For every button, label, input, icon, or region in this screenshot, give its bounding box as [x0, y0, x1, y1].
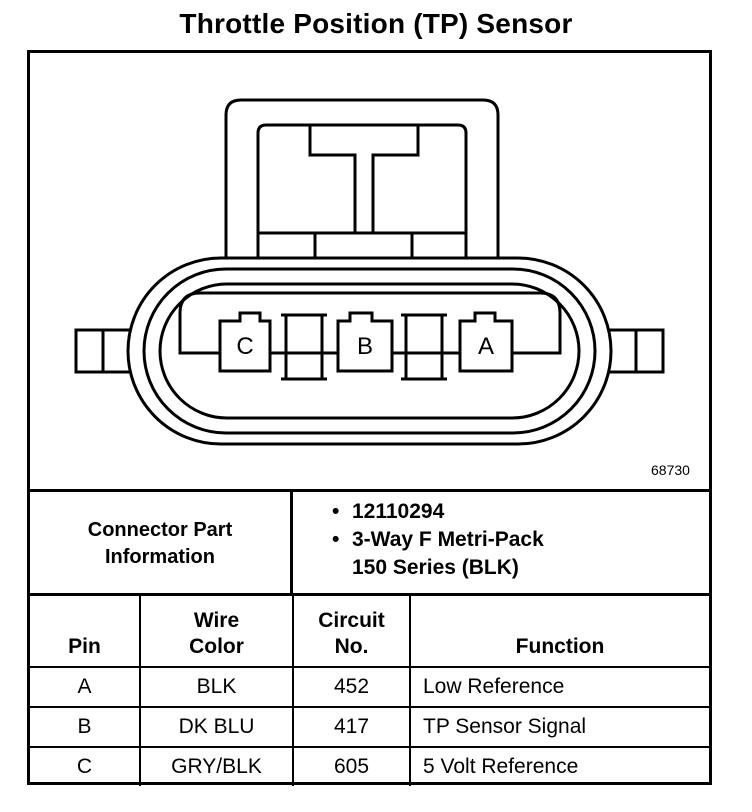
- connector-part-list: •12110294 •3-Way F Metri-Pack 150 Series…: [332, 498, 544, 582]
- cavity-c: [218, 311, 272, 373]
- connector-cavity-floor: [178, 291, 562, 355]
- header-pin: Pin: [30, 594, 141, 668]
- connector-part-info-section: Connector Part Information •12110294 •3-…: [30, 489, 709, 596]
- cell-pin: A: [30, 666, 141, 708]
- part-item: •3-Way F Metri-Pack: [332, 528, 544, 551]
- cavity-b: [336, 311, 394, 373]
- connector-frame: C B A 68730 Connector Part Information •…: [27, 50, 712, 786]
- part-item-continued: 150 Series (BLK): [352, 556, 519, 579]
- cell-circuit: 605: [292, 746, 411, 786]
- cell-circuit: 452: [292, 666, 411, 708]
- cell-function: TP Sensor Signal: [409, 706, 709, 748]
- cavity-label-a: A: [478, 333, 494, 360]
- lock-tab-t: [308, 125, 420, 235]
- right-ear: [603, 328, 665, 374]
- cavity-a: [458, 311, 514, 373]
- cell-function: Low Reference: [409, 666, 709, 708]
- cavity-label-b: B: [357, 333, 373, 360]
- left-ear: [74, 328, 136, 374]
- cpi-label-line1: Connector Part: [87, 519, 233, 541]
- cell-pin: C: [30, 746, 141, 786]
- cell-wire-color: DK BLU: [139, 706, 294, 748]
- lock-tab-inner: [256, 123, 468, 258]
- table-row: A BLK 452 Low Reference: [30, 666, 709, 708]
- cell-wire-color: GRY/BLK: [139, 746, 294, 786]
- connector-part-info-label: Connector Part Information: [30, 492, 293, 596]
- cell-function: 5 Volt Reference: [409, 746, 709, 786]
- page-title: Throttle Position (TP) Sensor: [179, 8, 573, 39]
- connector-diagram: C B A 68730: [30, 53, 709, 489]
- cavity-label-c: C: [236, 333, 253, 360]
- cpi-label-line2: Information: [105, 546, 215, 568]
- connector-drawing: C B A: [74, 98, 665, 446]
- connector-cavity-wall: [158, 282, 581, 420]
- cell-pin: B: [30, 706, 141, 748]
- table-row: B DK BLU 417 TP Sensor Signal: [30, 706, 709, 748]
- connector-body-inner: [142, 267, 597, 435]
- part-item: •12110294: [332, 500, 445, 523]
- header-function: Function: [409, 594, 709, 668]
- lock-tab-outer: [224, 98, 500, 258]
- cell-wire-color: BLK: [139, 666, 294, 708]
- table-row: C GRY/BLK 605 5 Volt Reference: [30, 746, 709, 786]
- cell-circuit: 417: [292, 706, 411, 748]
- image-id: 68730: [651, 462, 690, 478]
